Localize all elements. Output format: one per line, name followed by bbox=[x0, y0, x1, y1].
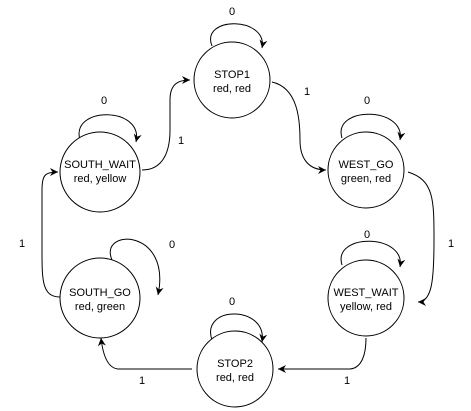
south-go-to-south-wait-label: 1 bbox=[19, 238, 25, 250]
stop2-to-south-go-arrow bbox=[97, 337, 192, 370]
stop2-self-loop bbox=[210, 313, 268, 343]
state-stop1: STOP1 red, red bbox=[193, 41, 271, 119]
state-south-go-name: SOUTH_GO bbox=[69, 287, 131, 299]
state-west-go-output: green, red bbox=[341, 173, 391, 185]
stop1-self-loop bbox=[210, 23, 268, 49]
stop1-to-west-go-arrow bbox=[271, 81, 327, 174]
state-south-wait-name: SOUTH_WAIT bbox=[64, 159, 136, 171]
state-west-go-name: WEST_GO bbox=[338, 159, 393, 171]
stop2-to-south-go-label: 1 bbox=[139, 375, 145, 387]
state-south-wait-output: red, yellow bbox=[74, 173, 127, 185]
state-west-wait: WEST_WAIT yellow, red bbox=[327, 259, 405, 337]
state-west-go: WEST_GO green, red bbox=[327, 131, 405, 209]
south-wait-to-stop1-label: 1 bbox=[178, 135, 184, 147]
west-wait-self-loop-label: 0 bbox=[364, 229, 370, 241]
state-stop2-output: red, red bbox=[216, 372, 254, 384]
south-go-self-loop bbox=[109, 238, 164, 296]
south-wait-self-loop bbox=[78, 114, 142, 143]
west-go-self-loop bbox=[340, 113, 406, 141]
west-wait-to-stop2-label: 1 bbox=[344, 375, 350, 387]
state-west-wait-output: yellow, red bbox=[340, 301, 392, 313]
state-stop2: STOP2 red, red bbox=[196, 330, 274, 408]
stop1-self-loop-label: 0 bbox=[229, 6, 235, 18]
west-go-to-west-wait-label: 1 bbox=[448, 238, 454, 250]
west-wait-to-stop2-arrow bbox=[278, 337, 367, 373]
stop1-to-west-go-label: 1 bbox=[304, 86, 310, 98]
west-wait-self-loop bbox=[340, 240, 406, 268]
west-go-self-loop-label: 0 bbox=[364, 95, 370, 107]
south-go-self-loop-label: 0 bbox=[169, 239, 175, 251]
state-south-go: SOUTH_GO red, green bbox=[59, 257, 141, 339]
stop2-self-loop-label: 0 bbox=[229, 296, 235, 308]
south-wait-to-stop1-arrow bbox=[141, 76, 191, 171]
state-south-go-output: red, green bbox=[75, 301, 125, 313]
state-south-wait: SOUTH_WAIT red, yellow bbox=[59, 131, 141, 213]
state-stop2-name: STOP2 bbox=[217, 358, 253, 370]
state-stop1-name: STOP1 bbox=[214, 69, 250, 81]
state-stop1-output: red, red bbox=[213, 83, 251, 95]
south-wait-self-loop-label: 0 bbox=[101, 95, 107, 107]
west-go-to-west-wait-arrow bbox=[407, 171, 435, 306]
south-go-to-south-wait-arrow bbox=[41, 168, 61, 298]
state-west-wait-name: WEST_WAIT bbox=[334, 287, 399, 299]
